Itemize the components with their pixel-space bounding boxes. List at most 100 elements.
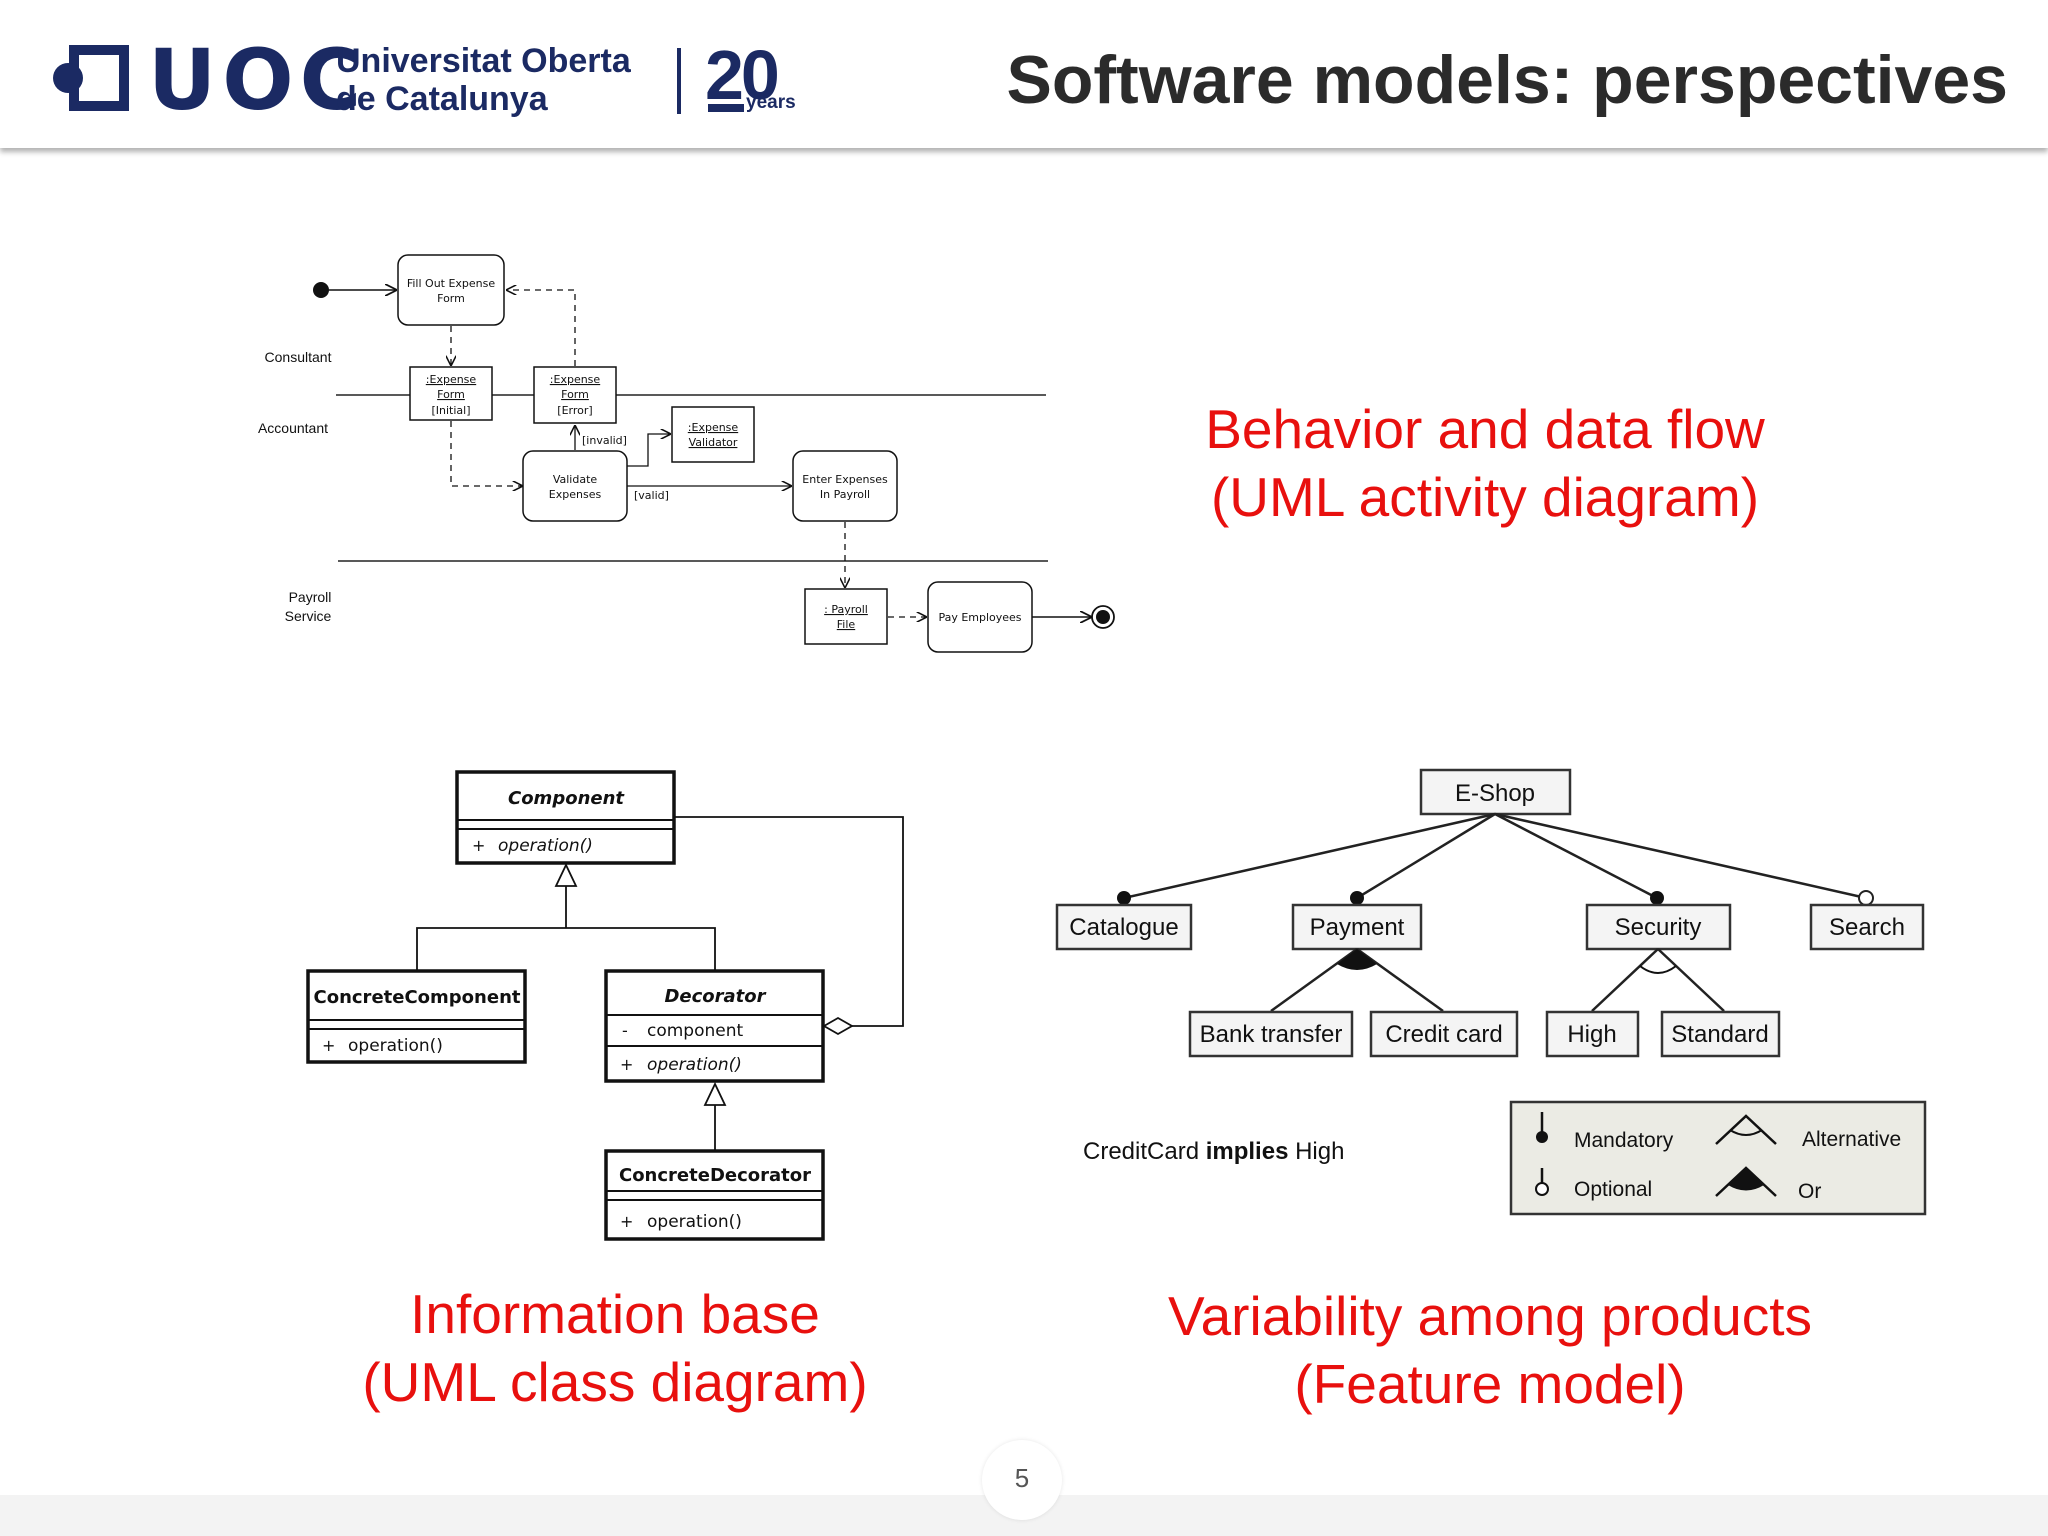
svg-text:Bank transfer: Bank transfer xyxy=(1200,1021,1343,1048)
svg-text:Payment: Payment xyxy=(1310,914,1405,941)
svg-text:Standard: Standard xyxy=(1671,1021,1768,1048)
svg-text:Validate: Validate xyxy=(553,473,598,486)
lane-label-accountant: Accountant xyxy=(258,420,328,436)
aggregation-diamond xyxy=(822,1016,854,1036)
svg-text::Expense: :Expense xyxy=(426,373,477,386)
caption-class-diagram: Information base (UML class diagram) xyxy=(300,1280,930,1416)
generalization-head xyxy=(554,862,578,887)
class-name-concrete-component: ConcreteComponent xyxy=(314,987,521,1008)
lane-label-payroll: Payroll xyxy=(289,589,332,605)
feature-edge xyxy=(1657,948,1725,1012)
slide-header: UOC Universitat Oberta de Catalunya 20 y… xyxy=(0,0,2048,148)
svg-text:Security: Security xyxy=(1615,914,1702,941)
feature-edge xyxy=(1494,812,1867,900)
object-payroll-file: : Payroll File xyxy=(804,588,888,645)
legend-mandatory: Mandatory xyxy=(1574,1129,1674,1152)
svg-text:+: + xyxy=(472,836,485,855)
aggregation-line xyxy=(674,816,904,1027)
action-pay-employees: Pay Employees xyxy=(927,581,1033,653)
caption-feature-line1: Variability among products xyxy=(1167,1285,1813,1347)
uml-activity-diagram: Consultant Accountant Payroll Service Fi… xyxy=(258,254,1115,653)
caption-activity-diagram: Behavior and data flow (UML activity dia… xyxy=(1170,395,1800,531)
caption-feature-model: Variability among products (Feature mode… xyxy=(1140,1282,1840,1418)
object-expense-form-error: :Expense Form [Error] xyxy=(533,366,617,424)
svg-text:Form: Form xyxy=(561,388,589,401)
guard-valid: [valid] xyxy=(634,489,669,502)
attribute-decorator-component: component xyxy=(647,1021,744,1041)
operation-component: operation() xyxy=(498,836,593,856)
svg-text:Catalogue: Catalogue xyxy=(1069,914,1178,941)
optional-marker xyxy=(1858,890,1874,906)
feature-model-diagram: E-Shop Catalogue Payment Security Search… xyxy=(1055,768,1927,1216)
svg-text:Validator: Validator xyxy=(689,436,738,449)
svg-text:Pay Employees: Pay Employees xyxy=(938,611,1021,624)
svg-text:Fill Out Expense: Fill Out Expense xyxy=(407,277,496,290)
final-node xyxy=(1091,605,1115,629)
or-group-marker xyxy=(1337,949,1377,970)
svg-text:Enter Expenses: Enter Expenses xyxy=(802,473,888,486)
or-legend-icon xyxy=(1715,1166,1777,1197)
feature-edge xyxy=(1123,812,1496,900)
svg-text:[Error]: [Error] xyxy=(557,404,592,417)
object-flow xyxy=(506,290,576,366)
svg-text:Form: Form xyxy=(437,388,465,401)
class-component: Component + operation() xyxy=(455,770,676,865)
svg-text::Expense: :Expense xyxy=(688,421,739,434)
class-name-decorator: Decorator xyxy=(664,986,766,1007)
feature-edge xyxy=(1356,812,1496,900)
caption-activity-line2: (UML activity diagram) xyxy=(1210,466,1760,528)
svg-text:+: + xyxy=(322,1036,335,1055)
feature-credit-card: Credit card xyxy=(1369,1010,1519,1058)
svg-text:+: + xyxy=(620,1212,633,1231)
svg-text::Expense: :Expense xyxy=(550,373,601,386)
guard-invalid: [invalid] xyxy=(582,434,627,447)
caption-class-line2: (UML class diagram) xyxy=(362,1351,868,1413)
brand-anniversary-number: 20 xyxy=(705,36,780,114)
class-decorator: Decorator - component + operation() xyxy=(604,969,825,1083)
feature-e-shop: E-Shop xyxy=(1419,768,1572,816)
feature-bank-transfer: Bank transfer xyxy=(1188,1010,1354,1058)
feature-legend: Mandatory Optional Alternative Or xyxy=(1509,1100,1927,1216)
uoc-logo-icon xyxy=(53,45,129,111)
page-number: 5 xyxy=(982,1440,1062,1520)
mandatory-marker xyxy=(1350,891,1364,905)
lane-label-service: Service xyxy=(285,608,332,624)
alternative-legend-icon xyxy=(1715,1114,1777,1145)
caption-activity-line1: Behavior and data flow xyxy=(1205,398,1765,460)
feature-catalogue: Catalogue xyxy=(1055,903,1193,951)
feature-payment: Payment xyxy=(1291,903,1423,951)
caption-feature-line2: (Feature model) xyxy=(1294,1353,1686,1415)
svg-text:: Payroll: : Payroll xyxy=(824,603,868,616)
brand-uoc: UOC xyxy=(148,31,368,129)
svg-text:E-Shop: E-Shop xyxy=(1455,780,1535,807)
mandatory-marker xyxy=(1117,891,1131,905)
caption-class-line1: Information base xyxy=(410,1283,820,1345)
generalization-head xyxy=(703,1081,727,1106)
action-fill-out-expense-form: Fill Out Expense Form xyxy=(397,254,505,326)
uml-class-diagram: Component + operation() ConcreteComponen… xyxy=(306,770,904,1241)
operation-concrete-component: operation() xyxy=(348,1036,443,1056)
slide-title: Software models: perspectives xyxy=(1006,42,2008,118)
feature-standard: Standard xyxy=(1660,1010,1781,1058)
svg-text:-: - xyxy=(622,1021,628,1040)
feature-high: High xyxy=(1545,1010,1640,1058)
svg-text:Credit card: Credit card xyxy=(1385,1021,1502,1048)
action-validate-expenses: Validate Expenses xyxy=(522,450,628,522)
brand-divider xyxy=(677,48,681,114)
svg-text:[Initial]: [Initial] xyxy=(431,404,470,417)
feature-edge xyxy=(1356,947,1444,1013)
object-flow xyxy=(450,421,523,486)
legend-or: Or xyxy=(1798,1180,1821,1203)
feature-edge xyxy=(1270,947,1358,1013)
action-enter-expenses-in-payroll: Enter Expenses In Payroll xyxy=(792,450,898,522)
mandatory-marker xyxy=(1650,891,1664,905)
mandatory-legend-icon xyxy=(1536,1112,1548,1143)
class-name-concrete-decorator: ConcreteDecorator xyxy=(619,1165,811,1186)
brand-name-line2: de Catalunya xyxy=(336,80,548,118)
alternative-group-marker xyxy=(1639,965,1677,974)
svg-text:File: File xyxy=(837,618,856,631)
brand-anniversary-years: years xyxy=(746,92,796,113)
svg-text:Expenses: Expenses xyxy=(549,488,602,501)
svg-text:Search: Search xyxy=(1829,914,1905,941)
svg-text:+: + xyxy=(620,1055,633,1074)
